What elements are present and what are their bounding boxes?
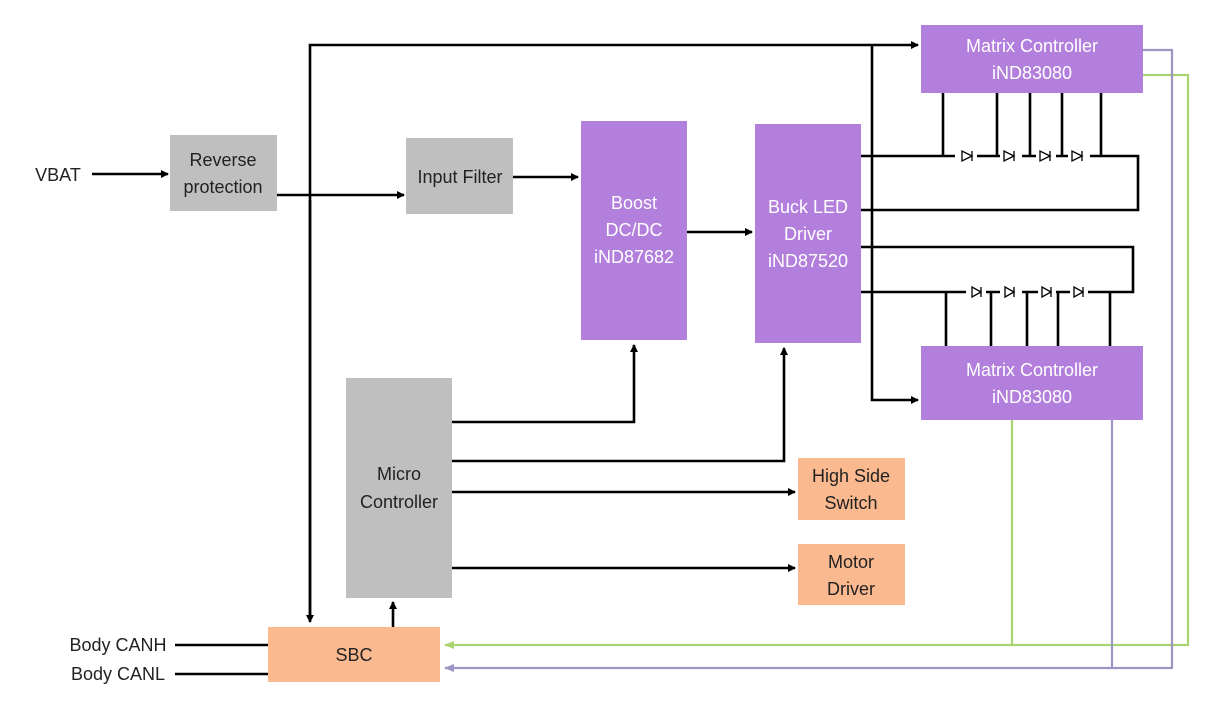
svg-text:Driver: Driver — [784, 224, 832, 244]
led-icon — [1068, 149, 1090, 163]
can-high-label: Body CANH — [69, 635, 166, 655]
led-string-bottom — [966, 285, 1088, 299]
svg-text:High Side: High Side — [812, 466, 890, 486]
led-icon — [1000, 149, 1022, 163]
led-icon — [1070, 285, 1088, 299]
svg-text:DC/DC: DC/DC — [606, 220, 663, 240]
buck-led-driver-block: Buck LED Driver iND87520 — [755, 124, 861, 343]
wires — [92, 41, 1140, 676]
svg-text:Controller: Controller — [360, 492, 438, 512]
reverse-protection-block: Reverse protection — [170, 135, 277, 211]
svg-text:Matrix Controller: Matrix Controller — [966, 36, 1098, 56]
svg-text:Boost: Boost — [611, 193, 657, 213]
svg-text:iND87682: iND87682 — [594, 247, 674, 267]
boost-block: Boost DC/DC iND87682 — [581, 121, 687, 340]
vbat-label: VBAT — [35, 165, 81, 185]
svg-text:Buck LED: Buck LED — [768, 197, 848, 217]
led-icon — [1000, 285, 1022, 299]
svg-text:Input Filter: Input Filter — [417, 167, 502, 187]
matrix-controller-top: Matrix Controller iND83080 — [921, 25, 1143, 93]
led-icon — [966, 285, 986, 299]
can-low-label: Body CANL — [71, 664, 165, 684]
input-filter-block: Input Filter — [406, 138, 513, 214]
led-icon — [955, 149, 977, 163]
can-feedback-lavender — [444, 48, 1174, 672]
matrix-controller-bottom: Matrix Controller iND83080 — [921, 346, 1143, 420]
svg-text:Driver: Driver — [827, 579, 875, 599]
svg-text:iND83080: iND83080 — [992, 63, 1072, 83]
svg-text:SBC: SBC — [335, 645, 372, 665]
motor-driver-block: Motor Driver — [798, 544, 905, 605]
microcontroller-block: Micro Controller — [346, 378, 452, 598]
svg-text:iND83080: iND83080 — [992, 387, 1072, 407]
led-string-top — [955, 149, 1090, 163]
svg-text:iND87520: iND87520 — [768, 251, 848, 271]
svg-text:Micro: Micro — [377, 464, 421, 484]
sbc-block: SBC — [268, 627, 440, 682]
svg-text:protection: protection — [183, 177, 262, 197]
high-side-switch-block: High Side Switch — [798, 458, 905, 520]
can-feedback-green — [444, 73, 1190, 649]
svg-text:Reverse: Reverse — [189, 150, 256, 170]
svg-text:Motor: Motor — [828, 552, 874, 572]
led-icon — [1038, 285, 1056, 299]
led-icon — [1036, 149, 1056, 163]
svg-text:Switch: Switch — [824, 493, 877, 513]
svg-text:Matrix Controller: Matrix Controller — [966, 360, 1098, 380]
